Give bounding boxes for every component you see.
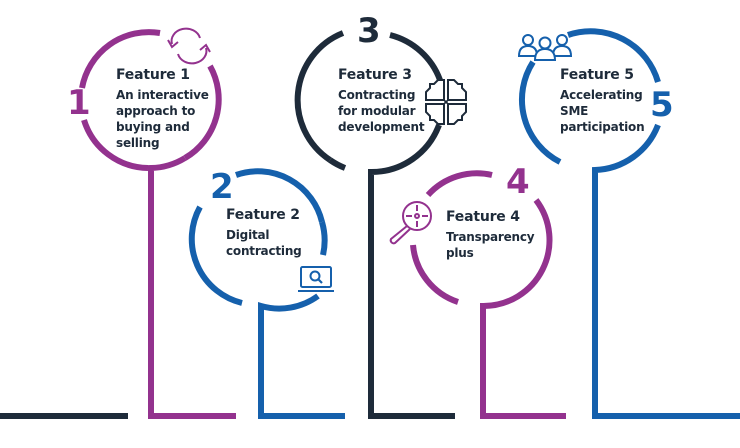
feature-3-shape bbox=[294, 30, 455, 419]
feature-1-shape bbox=[79, 29, 236, 419]
desc-line: An interactive bbox=[116, 88, 209, 102]
desc-line: buying and bbox=[116, 120, 190, 134]
desc-line: plus bbox=[446, 246, 474, 260]
feature-4-label: Feature 4 Transparency plus bbox=[446, 208, 535, 261]
feature-2-description: Digital contracting bbox=[226, 227, 302, 259]
feature-1-description: An interactive approach to buying and se… bbox=[116, 87, 209, 151]
desc-line: approach to bbox=[116, 104, 196, 118]
desc-line: Transparency bbox=[446, 230, 535, 244]
feature-2-title: Feature 2 bbox=[226, 207, 300, 223]
desc-line: Contracting bbox=[338, 88, 416, 102]
feature-1-label: Feature 1 An interactive approach to buy… bbox=[116, 66, 209, 151]
desc-line: SME bbox=[560, 104, 589, 118]
desc-line: for modular bbox=[338, 104, 416, 118]
feature-5-description: Accelerating SME participation bbox=[560, 87, 645, 135]
desc-line: participation bbox=[560, 120, 645, 134]
feature-1-title: Feature 1 bbox=[116, 67, 190, 83]
desc-line: selling bbox=[116, 136, 160, 150]
feature-3-description: Contracting for modular development bbox=[338, 87, 425, 135]
feature-2-number: 2 bbox=[210, 167, 234, 207]
feature-2-label: Feature 2 Digital contracting bbox=[226, 206, 302, 259]
monitor-search-icon bbox=[298, 266, 334, 292]
feature-5-number: 5 bbox=[650, 85, 674, 125]
modular-puzzle-icon bbox=[425, 79, 467, 125]
refresh-cycle-icon bbox=[167, 27, 211, 65]
feature-5-title: Feature 5 bbox=[560, 67, 634, 83]
feature-3-label: Feature 3 Contracting for modular develo… bbox=[338, 66, 425, 135]
feature-3-title: Feature 3 bbox=[338, 67, 412, 83]
feature-4-description: Transparency plus bbox=[446, 229, 535, 261]
feature-4-title: Feature 4 bbox=[446, 209, 520, 225]
desc-line: development bbox=[338, 120, 425, 134]
feature-4-shape bbox=[410, 170, 566, 419]
magnifier-target-icon bbox=[389, 201, 432, 245]
feature-2-shape bbox=[188, 168, 345, 419]
people-group-icon bbox=[517, 34, 573, 61]
feature-4-number: 4 bbox=[506, 162, 530, 202]
desc-line: Accelerating bbox=[560, 88, 643, 102]
desc-line: contracting bbox=[226, 244, 302, 258]
feature-5-shape bbox=[518, 28, 740, 419]
feature-5-label: Feature 5 Accelerating SME participation bbox=[560, 66, 645, 135]
desc-line: Digital bbox=[226, 228, 270, 242]
feature-3-number: 3 bbox=[357, 11, 381, 51]
feature-1-number: 1 bbox=[67, 83, 91, 123]
